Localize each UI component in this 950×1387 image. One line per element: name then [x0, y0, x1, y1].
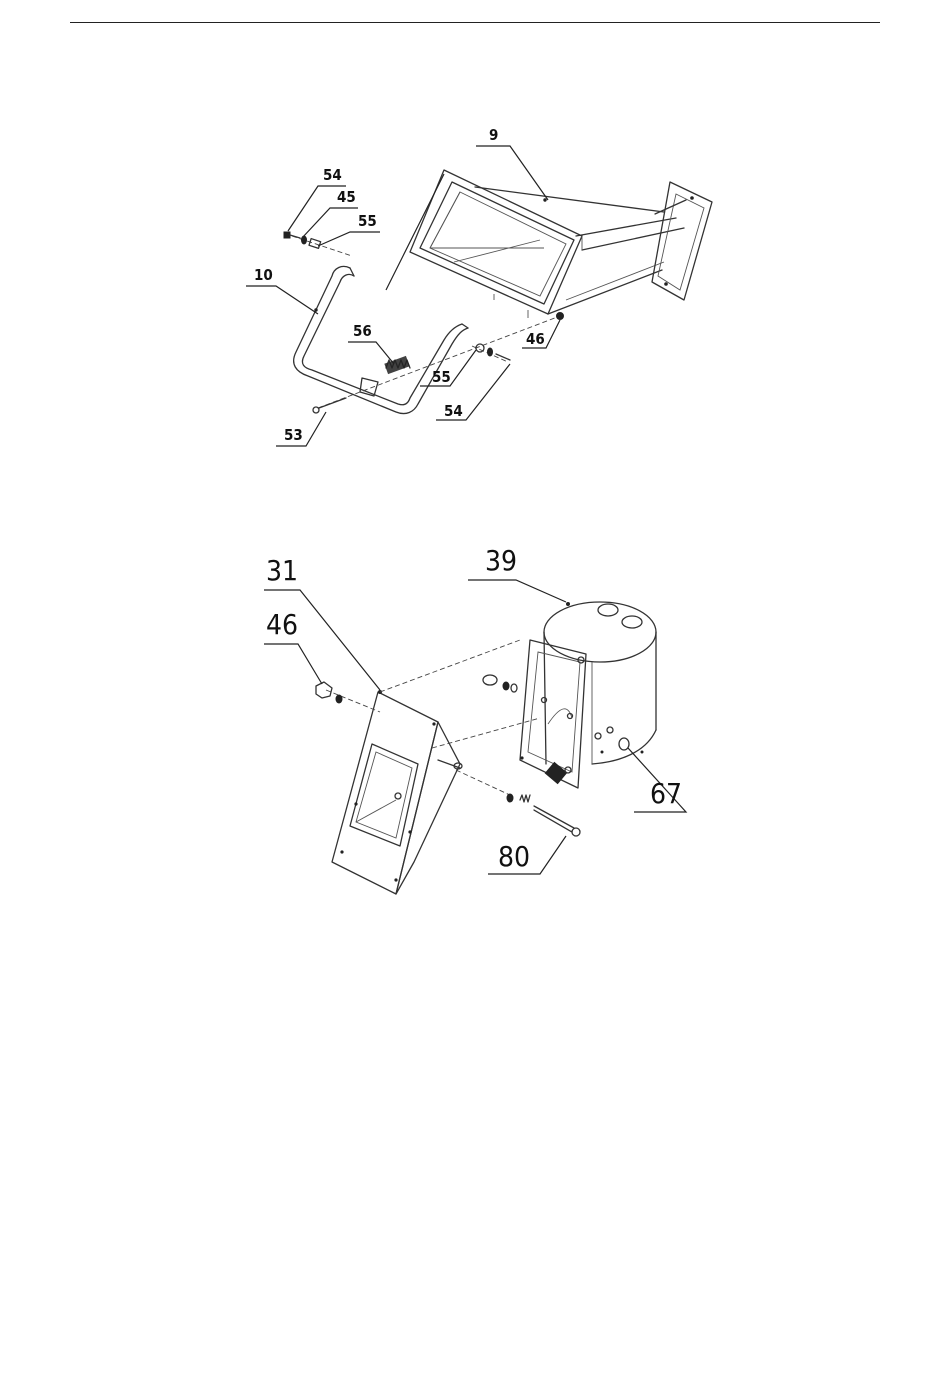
- callouts-bottom: 31 39 46 67 80: [266, 544, 682, 873]
- assembly-axis: [380, 640, 520, 692]
- fasteners-bottom: [316, 675, 580, 836]
- chute-part-9: [410, 170, 712, 318]
- assembly-axis: [326, 690, 380, 712]
- top-diagram: 54 45 55 9 10 56 46 55 54 53: [246, 126, 712, 446]
- callout-46: 46: [526, 330, 545, 348]
- leaders-top: [246, 146, 560, 446]
- callout-54: 54: [444, 402, 463, 420]
- callout-56: 56: [353, 322, 372, 340]
- housing-part-39: [520, 602, 656, 788]
- callout-46: 46: [266, 608, 298, 641]
- assembly-axis: [456, 770, 512, 796]
- callout-31: 31: [266, 554, 298, 587]
- callout-54: 54: [323, 166, 342, 184]
- callout-80: 80: [498, 840, 530, 873]
- callout-45: 45: [337, 188, 356, 206]
- callout-67: 67: [650, 777, 682, 810]
- callout-10: 10: [254, 266, 273, 284]
- callout-9: 9: [489, 126, 498, 144]
- assembly-axis: [292, 236, 352, 256]
- callout-39: 39: [485, 544, 517, 577]
- callout-55: 55: [358, 212, 377, 230]
- handle-bar-part-10: [294, 266, 468, 413]
- assembly-axis: [432, 718, 540, 748]
- bottom-diagram: 31 39 46 67 80: [264, 544, 686, 894]
- callout-55: 55: [432, 368, 451, 386]
- callout-53: 53: [284, 426, 303, 444]
- plate-part-31: [332, 690, 462, 894]
